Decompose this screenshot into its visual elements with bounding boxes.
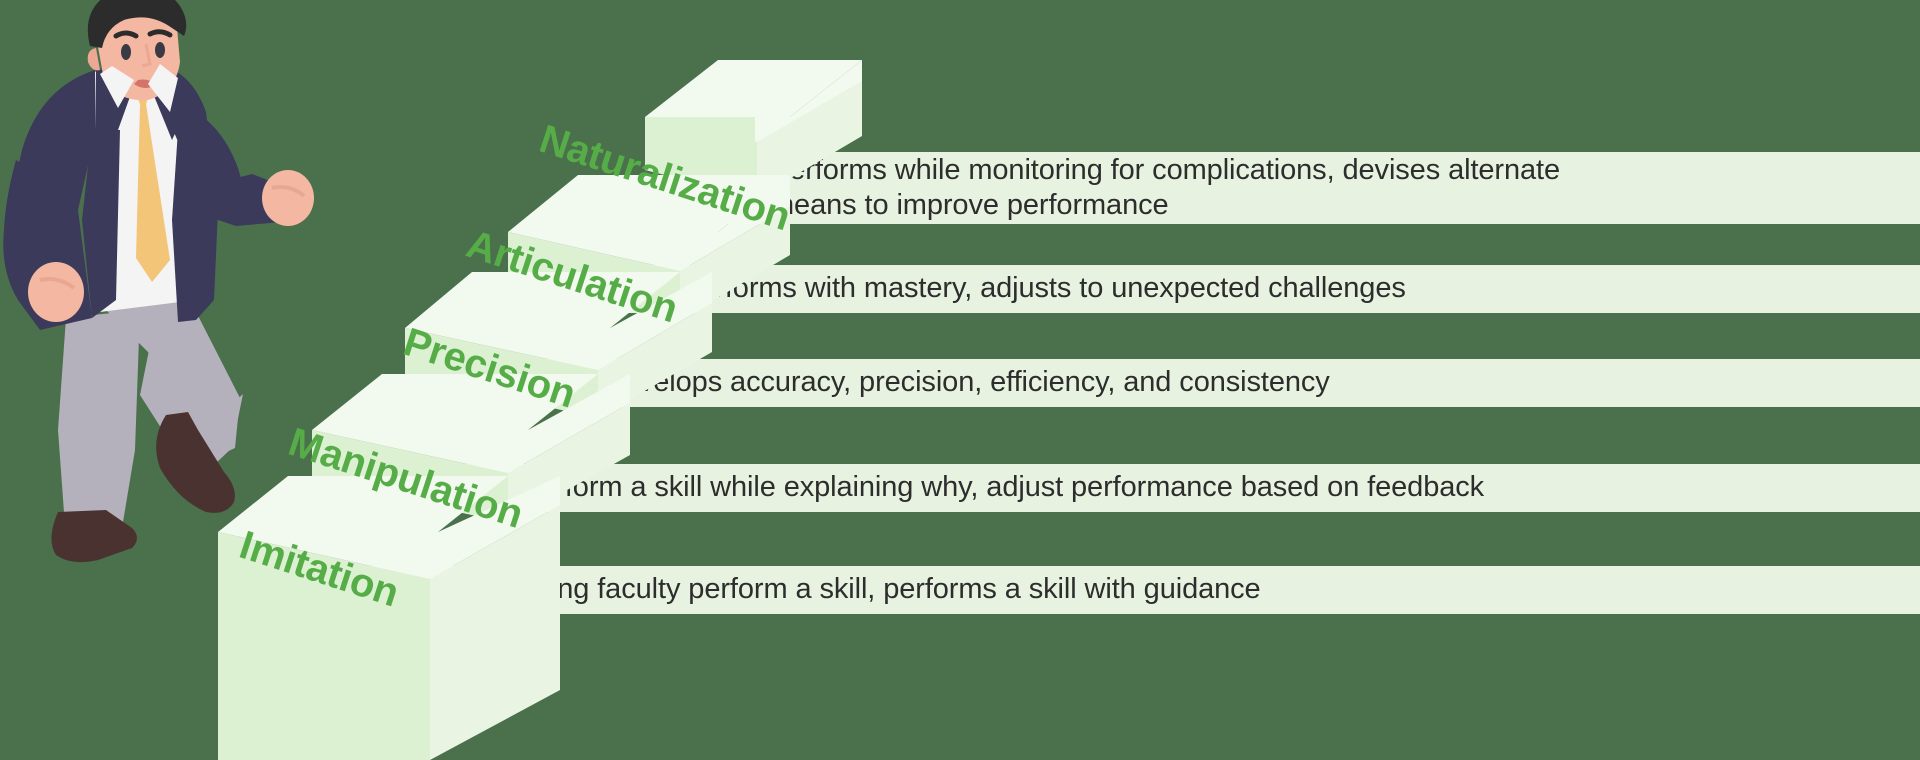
figure-front-leg-calf	[140, 345, 240, 470]
figure-nose	[141, 43, 152, 68]
description-band-manipulation: Perform a skill while explaining why, ad…	[450, 464, 1920, 512]
figure-tie	[131, 80, 170, 282]
figure-jacket-body	[82, 130, 120, 318]
figure-eyebrow-left	[113, 30, 139, 39]
figure-collar-left	[100, 66, 134, 108]
step-precision-top-fill	[405, 272, 712, 370]
description-band-precision: Develops accuracy, precision, efficiency…	[540, 359, 1920, 407]
figure-front-fist	[262, 170, 314, 226]
businessman-figure	[3, 0, 314, 563]
description-band-naturalization: Performs while monitoring for complicati…	[700, 152, 1920, 224]
step-naturalization-side	[757, 81, 862, 198]
figure-ear	[87, 48, 100, 71]
step-articulation-top-fill	[508, 175, 790, 271]
figure-back-leg-lower	[62, 430, 125, 528]
figure-collar-right	[148, 64, 178, 112]
step-precision-top	[405, 272, 680, 328]
step-imitation-riser	[218, 532, 430, 760]
figure-back-fist-detail	[39, 277, 76, 290]
step-articulation-top	[508, 175, 790, 232]
figure-back-fist	[28, 262, 84, 322]
figure-front-fist-detail	[271, 185, 306, 198]
figure-jacket-body-right	[172, 130, 206, 322]
step-manipulation-top	[312, 374, 598, 430]
step-imitation-top	[218, 476, 508, 532]
figure-front-shoe	[156, 412, 235, 513]
figure-eye-left	[121, 44, 131, 60]
step-imitation	[218, 476, 560, 760]
step-naturalization-top	[645, 60, 862, 117]
step-imitation-top-fill	[218, 476, 560, 579]
step-manipulation-top-fill	[312, 374, 630, 473]
step-imitation-side	[430, 505, 560, 760]
figure-eye-right	[155, 42, 165, 58]
figure-hair	[87, 0, 187, 48]
description-text-articulation: Performs with mastery, adjusts to unexpe…	[680, 272, 1406, 305]
description-band-articulation: Performs with mastery, adjusts to unexpe…	[620, 265, 1920, 313]
figure-back-shoe	[51, 510, 137, 563]
figure-eyebrow-right	[147, 29, 173, 38]
